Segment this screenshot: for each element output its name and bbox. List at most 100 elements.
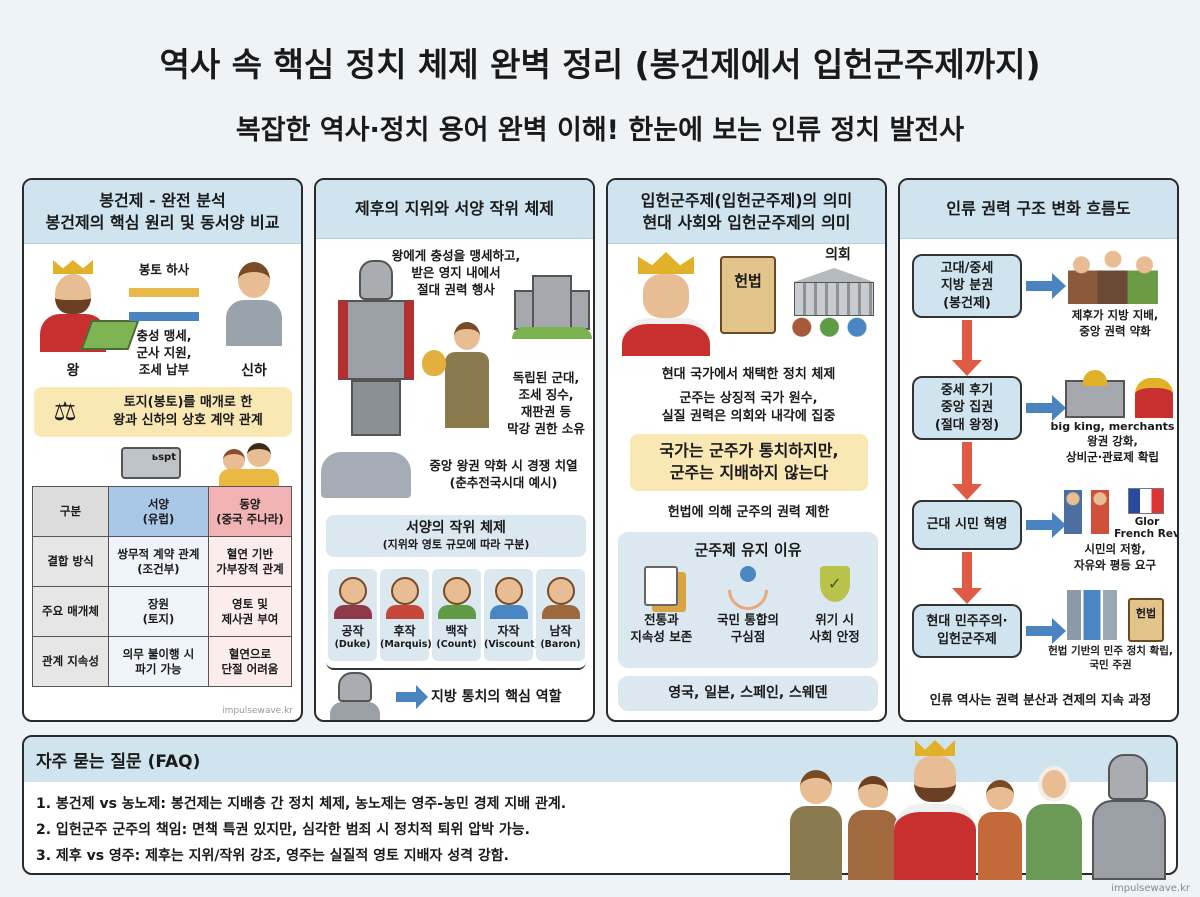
castle-illustration [512,265,592,340]
rank-en: (Baron) [540,639,581,650]
loyalty-label: 충성 맹세, 군사 지원, 조세 납부 [136,328,192,377]
limit-text: 헌법에 의해 군주의 권력 제한 [667,505,830,520]
east-people-illustration [219,443,279,487]
flow-desc: 제후가 지방 지배, 중앙 권력 약화 [1071,308,1159,338]
reign-not-rule-note: 국가는 군주가 통치하지만, 군주는 지배하지 않는다 [630,434,868,491]
rank-card: 공작(Duke) [328,569,377,661]
parliament-illustration [788,268,880,348]
rank-card: 후작(Marquis) [380,569,432,661]
ranks-subtitle: (지위와 영토 규모에 따라 구분) [382,537,530,551]
hands-person-icon [727,566,768,612]
reason-item: 전통과 지속성 보존 [621,566,701,646]
noble-clothing [541,605,580,619]
lords-illustration [1068,248,1158,304]
faq-item: 1. 봉건제 vs 농노제: 봉건제는 지배층 간 정치 체제, 농노제는 영주… [36,796,567,812]
flow-arrow-down-icon [952,442,982,500]
flow-step-modern: 현대 민주주의· 입헌군주제 [912,604,1022,658]
flow-desc: 왕권 강화, 상비군·관료제 확립 [1065,434,1159,464]
competition-text: 중앙 왕권 약화 시 경쟁 치열 (춘추전국시대 예시) [429,458,578,490]
faq-section: 자주 묻는 질문 (FAQ) 1. 봉건제 vs 농노제: 봉건제는 지배층 간… [22,735,1178,875]
vassal-label: 신하 [241,363,267,379]
panel-header: 제후의 지위와 서양 작위 체제 [316,180,593,239]
table-header-east: 동양 (중국 주나라) [207,486,293,537]
table-header-west: 서양 (유럽) [108,486,209,537]
table-cell: 혈연 기반 가부장적 관계 [207,536,293,587]
noble-clothing [333,605,372,619]
page-subtitle: 복잡한 역사·정치 용어 완벽 이해! 한눈에 보는 인류 정치 발전사 [235,115,965,146]
watermark: impulsewave.kr [1111,883,1190,894]
lord-power-text: 왕에게 충성을 맹세하고, 받은 영지 내에서 절대 권력 행사 [391,248,521,297]
noble-clothing [385,605,424,619]
money-bag-icon [422,350,446,376]
reason-item: ✓ 위기 시 사회 안정 [795,566,875,646]
rank-card: 남작(Baron) [536,569,585,661]
flow-caption: big king, merchants [1050,420,1175,433]
revolution-illustration [1058,490,1118,534]
noble-portrait-icon [494,577,523,605]
noble-clothing [489,605,528,619]
reason-label: 위기 시 사회 안정 [809,612,860,645]
flow-arrow-down-icon [952,320,982,376]
noble-portrait-icon [338,577,367,605]
french-flag-icon [1128,488,1164,514]
panel-header: 입헌군주제(입헌군주제)의 의미 현대 사회와 입헌군주제의 의미 [608,180,885,245]
ranks-section [326,512,586,670]
rank-en: (Viscount) [484,639,540,650]
knight-illustration [336,260,416,440]
king-label: 왕 [66,363,80,379]
panel-lords: 제후의 지위와 서양 작위 체제 왕에게 충성을 맹세하고, 받은 영지 내에서… [314,178,595,722]
book-label: 헌법 [734,272,762,290]
battle-illustration [321,452,411,498]
flow-footer: 인류 역사는 권력 분산과 견제의 지속 과정 [929,692,1152,707]
palace-king-illustration [1065,370,1175,418]
rank-en: (Duke) [334,639,371,650]
flow-step-label: 현대 민주주의· 입헌군주제 [926,614,1008,647]
faq-title: 자주 묻는 질문 (FAQ) [24,737,1176,782]
flow-step-feudal: 고대/중세 지방 분권 (봉건제) [912,254,1022,318]
fief-grant-label: 봉토 하사 [138,262,190,277]
table-cell: 혈연으로 단절 어려움 [207,636,293,687]
panel-title: 봉건제 - 완전 분석 [99,191,226,210]
reason-item: 국민 통합의 구심점 [708,566,788,646]
table-cell: 장원 (토지) [108,586,209,637]
reasons-box: 군주제 유지 이유 전통과 지속성 보존 국민 통합의 구심점 ✓위기 시 사회… [618,532,878,668]
vassal-illustration [224,262,284,352]
scales-icon: ⚖ [53,396,77,427]
flow-step-label: 중세 후기 중앙 집권 (절대 왕정) [934,382,1000,433]
ranks-title: 서양의 작위 체제 [406,520,506,536]
panel-header: 인류 권력 구조 변화 흐름도 [900,180,1177,239]
symbolic-text: 군주는 상징적 국가 원수, 실질 권력은 의회와 내각에 집중 [661,391,836,424]
rank-card: 백작(Count) [432,569,481,661]
reason-label: 국민 통합의 구심점 [717,612,779,645]
monarch-illustration [622,252,710,357]
characters-illustration [770,740,1180,880]
rank-en: (Marquis) [380,639,432,650]
shield-hand-icon: ✓ [819,566,850,603]
panel-watermark: impulsewave.kr [222,706,293,716]
constitution-book-icon: 헌법 [720,256,776,334]
flow-desc: 시민의 저항, 자유와 평등 요구 [1073,542,1157,572]
lord-rights-text: 독립된 군대, 조세 징수, 재판권 등 막강 권한 소유 [507,370,585,436]
city-illustration [1064,590,1120,640]
table-cell: 관계 지속성 [32,636,109,687]
knight-small-illustration [330,672,380,720]
noble-portrait-icon [390,577,419,605]
table-cell: 의무 불이행 시 파기 가능 [108,636,209,687]
panel-power-flow: 인류 권력 구조 변화 흐름도 고대/중세 지방 분권 (봉건제) 중세 후기 … [898,178,1179,722]
rank-ko: 공작 [341,624,364,638]
faq-item: 2. 입헌군주 군주의 책임: 면책 특권 있지만, 심각한 범죄 시 정치적 … [36,822,530,838]
book-label: 헌법 [1135,607,1157,620]
parliament-label: 의회 [825,247,851,263]
faq-item: 3. 제후 vs 영주: 제후는 지위/작위 강조, 영주는 실질적 영토 지배… [36,848,509,864]
contract-note-text: 토지(봉토)를 매개로 한 왕과 신하의 상호 계약 관계 [113,394,263,428]
panel-title: 제후의 지위와 서양 작위 체제 [355,199,554,218]
arrow-right-icon [129,288,199,297]
table-cell: 쌍무적 계약 관계 (조건부) [108,536,209,587]
rank-en: (Count) [436,639,477,650]
table-cell: 영토 및 제사권 부여 [207,586,293,637]
noble-clothing [437,605,476,619]
